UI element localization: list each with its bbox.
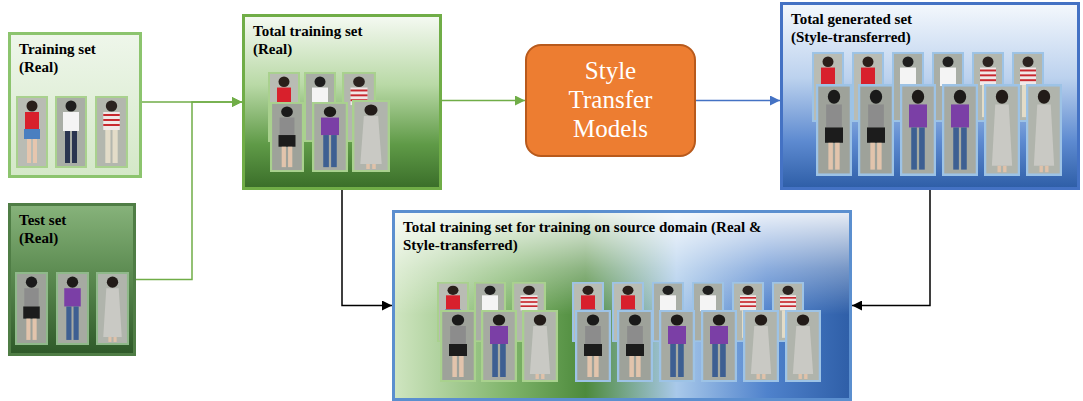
flow-arrow (342, 190, 392, 306)
person-image (1026, 84, 1062, 176)
generated-images (812, 52, 1062, 176)
training-images (16, 96, 128, 168)
person-image (900, 84, 936, 176)
person-image (268, 72, 300, 142)
person-image (743, 310, 779, 382)
person-image (95, 96, 128, 168)
person-image (352, 100, 390, 172)
flow-arrow (852, 190, 930, 306)
person-image (270, 102, 304, 172)
flow-arrow (696, 100, 780, 102)
combined-generated-images (572, 282, 821, 382)
person-image (612, 282, 644, 342)
person-image (772, 282, 804, 342)
test-images (15, 272, 129, 345)
person-image (812, 52, 844, 122)
person-image (522, 310, 558, 382)
person-image (575, 310, 611, 382)
person-image (932, 52, 964, 122)
person-image (617, 310, 653, 382)
person-image (342, 72, 376, 142)
combined-real-images (437, 282, 558, 382)
person-image (892, 52, 924, 122)
dataset-box: Total training set for training on sourc… (392, 210, 852, 401)
flow-arrow (136, 102, 242, 280)
person-image (481, 310, 517, 382)
person-image (16, 96, 48, 168)
box-title: Total generated set (Style-transferred) (791, 10, 956, 46)
person-image (659, 310, 695, 382)
dataset-box: Training set (Real) (8, 32, 142, 178)
person-image (474, 282, 506, 342)
dataset-box: Test set (Real) (8, 203, 136, 356)
person-image (701, 310, 737, 382)
person-image (984, 84, 1020, 176)
person-image (572, 282, 604, 342)
box-title: Training set (Real) (19, 40, 129, 76)
person-image (942, 84, 978, 176)
person-image (56, 272, 89, 345)
person-image (732, 282, 764, 342)
person-image (652, 282, 684, 342)
flow-arrow (142, 101, 242, 103)
person-image (437, 282, 469, 342)
person-image (692, 282, 724, 342)
box-title: Total training set (Real) (253, 22, 398, 58)
person-image (816, 84, 852, 176)
person-image (512, 282, 546, 342)
dataset-box: Total training set (Real) (242, 14, 442, 190)
person-image (312, 102, 348, 172)
person-image (1012, 52, 1044, 122)
box-title: Total training set for training on sourc… (403, 218, 778, 254)
person-image (15, 272, 48, 345)
person-image (304, 72, 336, 142)
person-image (972, 52, 1004, 122)
box-title: Test set (Real) (19, 211, 99, 247)
dataset-box: Total generated set (Style-transferred) (780, 2, 1080, 190)
person-image (858, 84, 894, 176)
flow-arrow (442, 100, 525, 102)
box-title: Style Transfer Models (546, 57, 676, 143)
person-image (55, 96, 87, 168)
total-training-images (268, 72, 390, 172)
person-image (96, 272, 129, 345)
process-box: Style Transfer Models (525, 44, 696, 157)
person-image (852, 52, 884, 122)
person-image (785, 310, 821, 382)
person-image (440, 310, 476, 382)
